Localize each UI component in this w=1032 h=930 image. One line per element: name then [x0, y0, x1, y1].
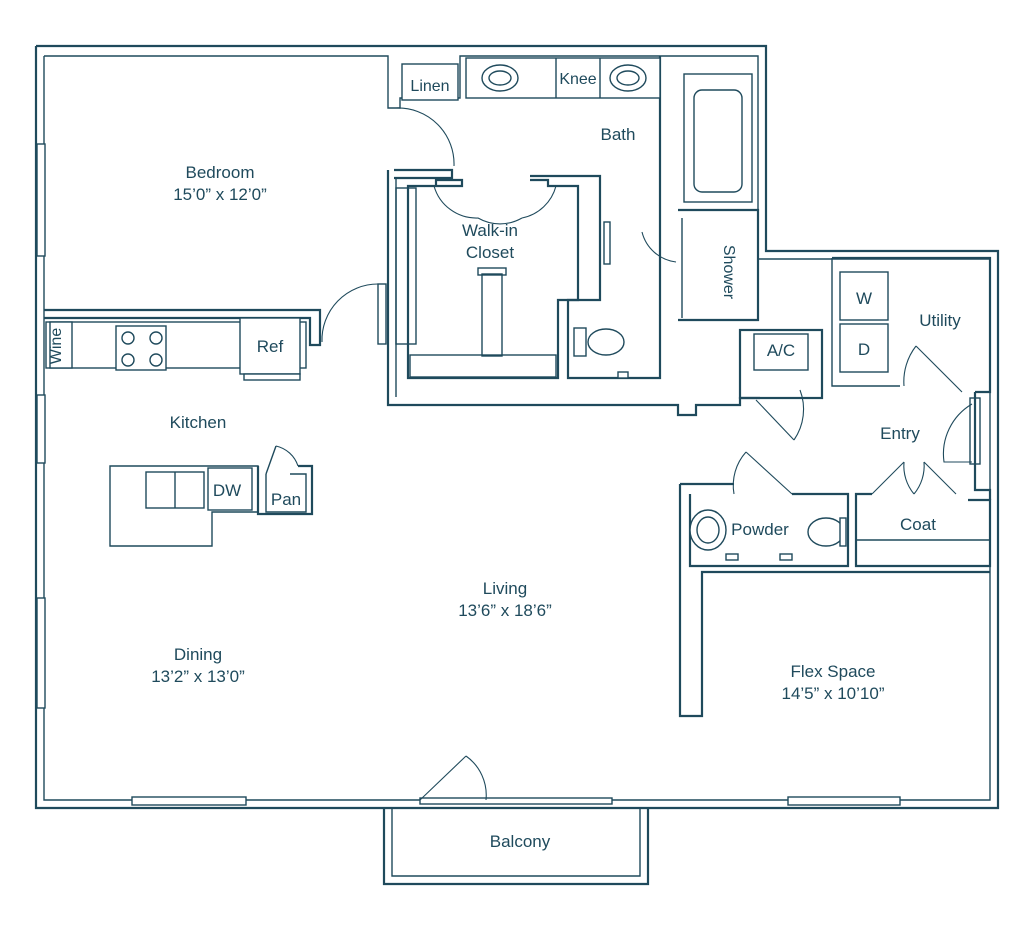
bath-fixtures — [401, 57, 760, 379]
bedroom-door — [321, 283, 379, 343]
pan-label: Pan — [271, 490, 301, 509]
walkin-closet-label-1: Walk-in — [462, 221, 518, 240]
balcony-walls — [382, 755, 650, 886]
dw-label: DW — [213, 481, 241, 500]
living-dims: 13’6” x 18’6” — [458, 601, 552, 620]
utility-walls — [738, 256, 992, 500]
dining-dims: 13’2” x 13’0” — [151, 667, 245, 686]
ac-label: A/C — [767, 341, 795, 360]
powder-coat-walls — [678, 451, 992, 718]
dryer-label: D — [858, 340, 870, 359]
kitchen-fixtures — [45, 317, 314, 547]
entry-label: Entry — [880, 424, 920, 443]
bedroom-dims: 15’0” x 12’0” — [173, 185, 267, 204]
exterior-walls — [34, 44, 1000, 810]
dining-label: Dining — [174, 645, 222, 664]
knee-label: Knee — [559, 71, 596, 88]
coat-label: Coat — [900, 515, 936, 534]
ref-label: Ref — [257, 337, 284, 356]
shower-label: Shower — [720, 245, 737, 300]
balcony-label: Balcony — [490, 832, 551, 851]
walkin-closet-label-2: Closet — [466, 243, 514, 262]
utility-label: Utility — [919, 311, 961, 330]
wine-label: Wine — [48, 328, 65, 365]
linen-label: Linen — [410, 78, 449, 95]
flex-space-dims: 14’5” x 10’10” — [781, 684, 884, 703]
flex-space-label: Flex Space — [790, 662, 875, 681]
powder-label: Powder — [731, 520, 789, 539]
kitchen-label: Kitchen — [170, 413, 227, 432]
living-label: Living — [483, 579, 527, 598]
south-windows — [131, 796, 901, 806]
bath-label: Bath — [601, 125, 636, 144]
washer-label: W — [856, 289, 872, 308]
west-windows — [36, 143, 46, 709]
walkin-closet — [395, 56, 662, 380]
bedroom-label: Bedroom — [186, 163, 255, 182]
bath-door — [395, 107, 455, 167]
